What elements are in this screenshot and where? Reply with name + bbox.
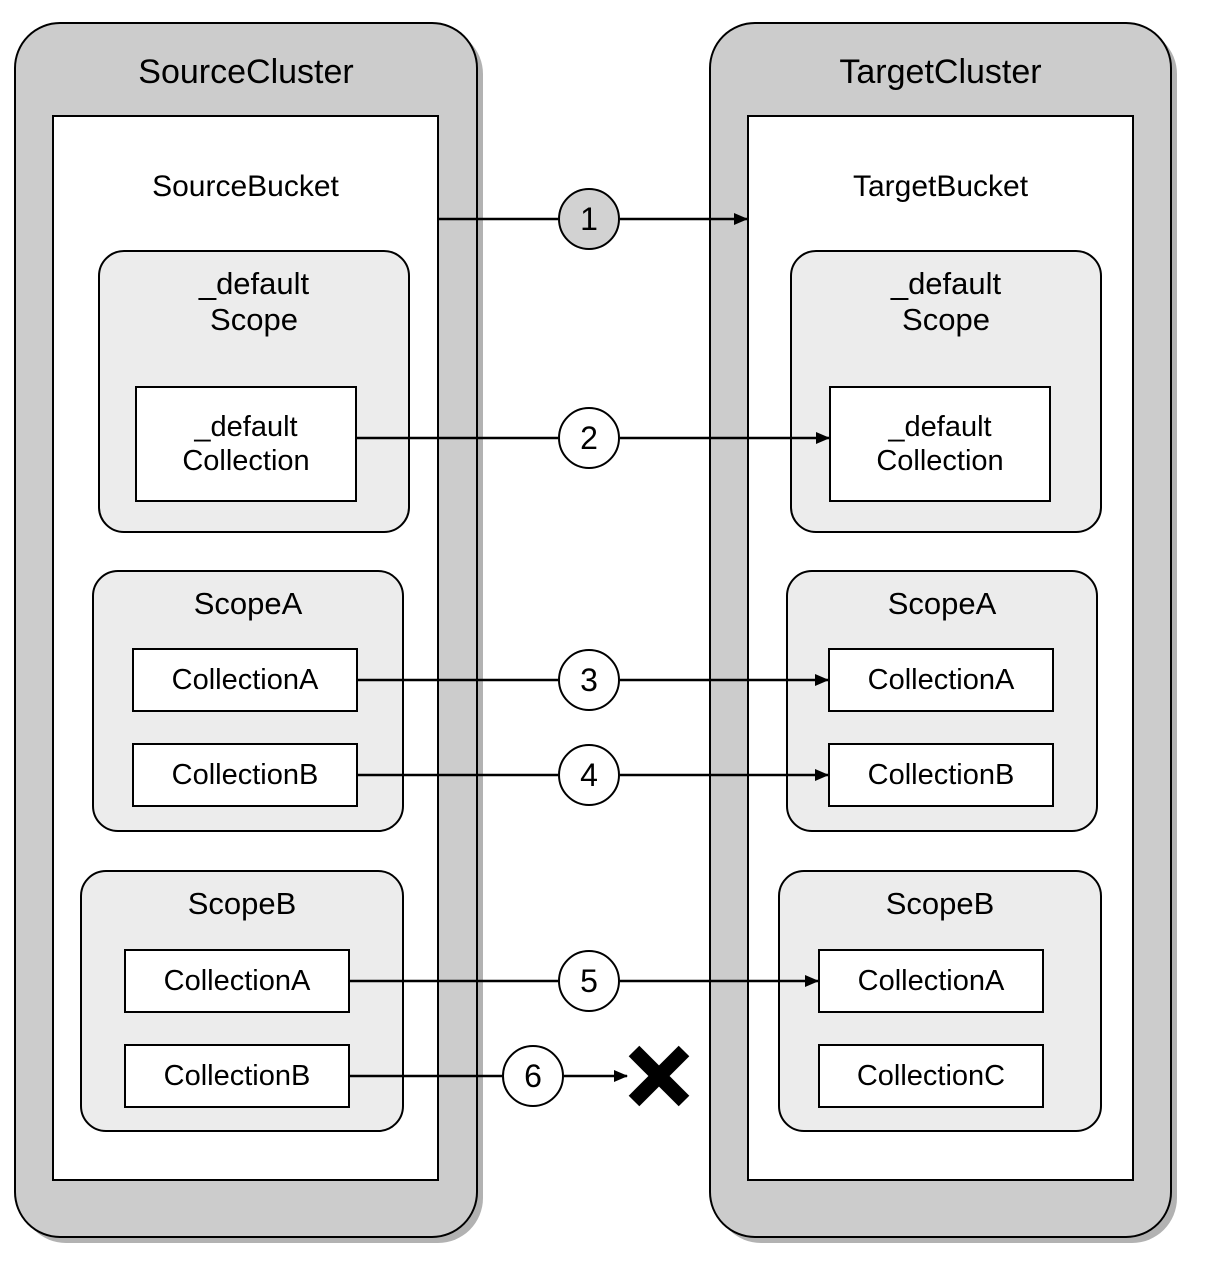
edge-badge-6[interactable]: 6 <box>502 1045 564 1107</box>
source-scope-b-title: ScopeB <box>187 886 297 921</box>
edge-badge-4[interactable]: 4 <box>558 744 620 806</box>
source-scope-b-collection-b-label: CollectionB <box>163 1060 311 1092</box>
source-scope-b-collection-b[interactable]: CollectionB <box>124 1044 350 1108</box>
edge-badge-5-label: 5 <box>580 963 598 999</box>
source-scope-a-collection-b[interactable]: CollectionB <box>132 743 358 807</box>
source-collection-default-label: _default Collection <box>182 411 310 477</box>
edge-badge-3-label: 3 <box>580 662 598 698</box>
target-cluster-title: TargetCluster <box>839 53 1042 91</box>
target-bucket-title: TargetBucket <box>852 170 1029 203</box>
source-collection-default[interactable]: _default Collection <box>135 386 357 502</box>
target-scope-b-title: ScopeB <box>885 886 995 921</box>
target-scope-a-collection-b[interactable]: CollectionB <box>828 743 1054 807</box>
target-scope-a-collection-a-label: CollectionA <box>867 664 1015 696</box>
edge-badge-2-label: 2 <box>580 420 598 456</box>
edge-badge-1[interactable]: 1 <box>558 188 620 250</box>
target-scope-a-collection-a[interactable]: CollectionA <box>828 648 1054 712</box>
target-collection-default[interactable]: _default Collection <box>829 386 1051 502</box>
edge-badge-6-label: 6 <box>524 1058 542 1094</box>
edge-badge-5[interactable]: 5 <box>558 950 620 1012</box>
source-scope-a-collection-a[interactable]: CollectionA <box>132 648 358 712</box>
x-mark-icon <box>628 1045 690 1107</box>
edge-badge-4-label: 4 <box>580 757 598 793</box>
target-collection-default-label: _default Collection <box>876 411 1004 477</box>
source-scope-a-collection-a-label: CollectionA <box>171 664 319 696</box>
target-scope-b-collection-a-label: CollectionA <box>857 965 1005 997</box>
edge-badge-3[interactable]: 3 <box>558 649 620 711</box>
edge-badge-1-label: 1 <box>580 201 598 237</box>
target-scope-default-title: _default Scope <box>890 266 1002 337</box>
target-scope-b-collection-c[interactable]: CollectionC <box>818 1044 1044 1108</box>
source-scope-b-collection-a[interactable]: CollectionA <box>124 949 350 1013</box>
source-scope-a-collection-b-label: CollectionB <box>171 759 319 791</box>
target-scope-b-collection-c-label: CollectionC <box>856 1060 1006 1092</box>
source-scope-a-title: ScopeA <box>193 586 303 621</box>
target-scope-a-collection-b-label: CollectionB <box>867 759 1015 791</box>
target-scope-b-collection-a[interactable]: CollectionA <box>818 949 1044 1013</box>
target-scope-a-title: ScopeA <box>887 586 997 621</box>
source-scope-default-title: _default Scope <box>198 266 310 337</box>
source-scope-b-collection-a-label: CollectionA <box>163 965 311 997</box>
source-bucket-title: SourceBucket <box>152 170 339 203</box>
source-cluster-title: SourceCluster <box>138 53 354 91</box>
edge-badge-2[interactable]: 2 <box>558 407 620 469</box>
